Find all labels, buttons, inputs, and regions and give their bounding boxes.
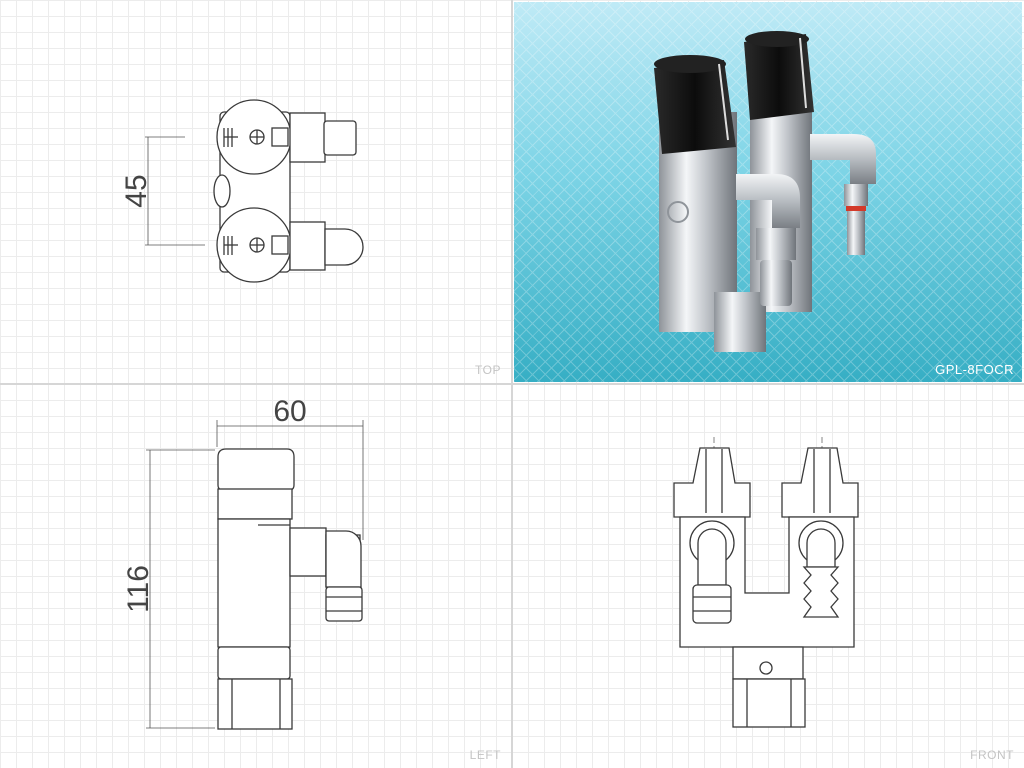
top-view-panel: 45: [0, 0, 511, 383]
left-dim-60: 60: [273, 395, 306, 428]
product-photo-panel: GPL-8FOCR: [514, 2, 1022, 382]
top-view-label: TOP: [475, 363, 501, 377]
front-view-panel: FRONT: [513, 385, 1024, 768]
left-view-drawing: 60 116: [122, 395, 364, 730]
front-view-drawing: [673, 437, 859, 728]
top-dim-45: 45: [120, 174, 153, 207]
panel-divider-horizontal: [0, 383, 1024, 385]
left-view-label: LEFT: [469, 748, 501, 762]
left-view-panel: 60 116 LEFT: [0, 385, 511, 768]
model-number-label: GPL-8FOCR: [935, 362, 1014, 377]
top-view-drawing: 45: [120, 99, 364, 283]
left-dim-116: 116: [122, 565, 155, 613]
front-view-label: FRONT: [970, 748, 1014, 762]
product-photo: [654, 31, 876, 352]
